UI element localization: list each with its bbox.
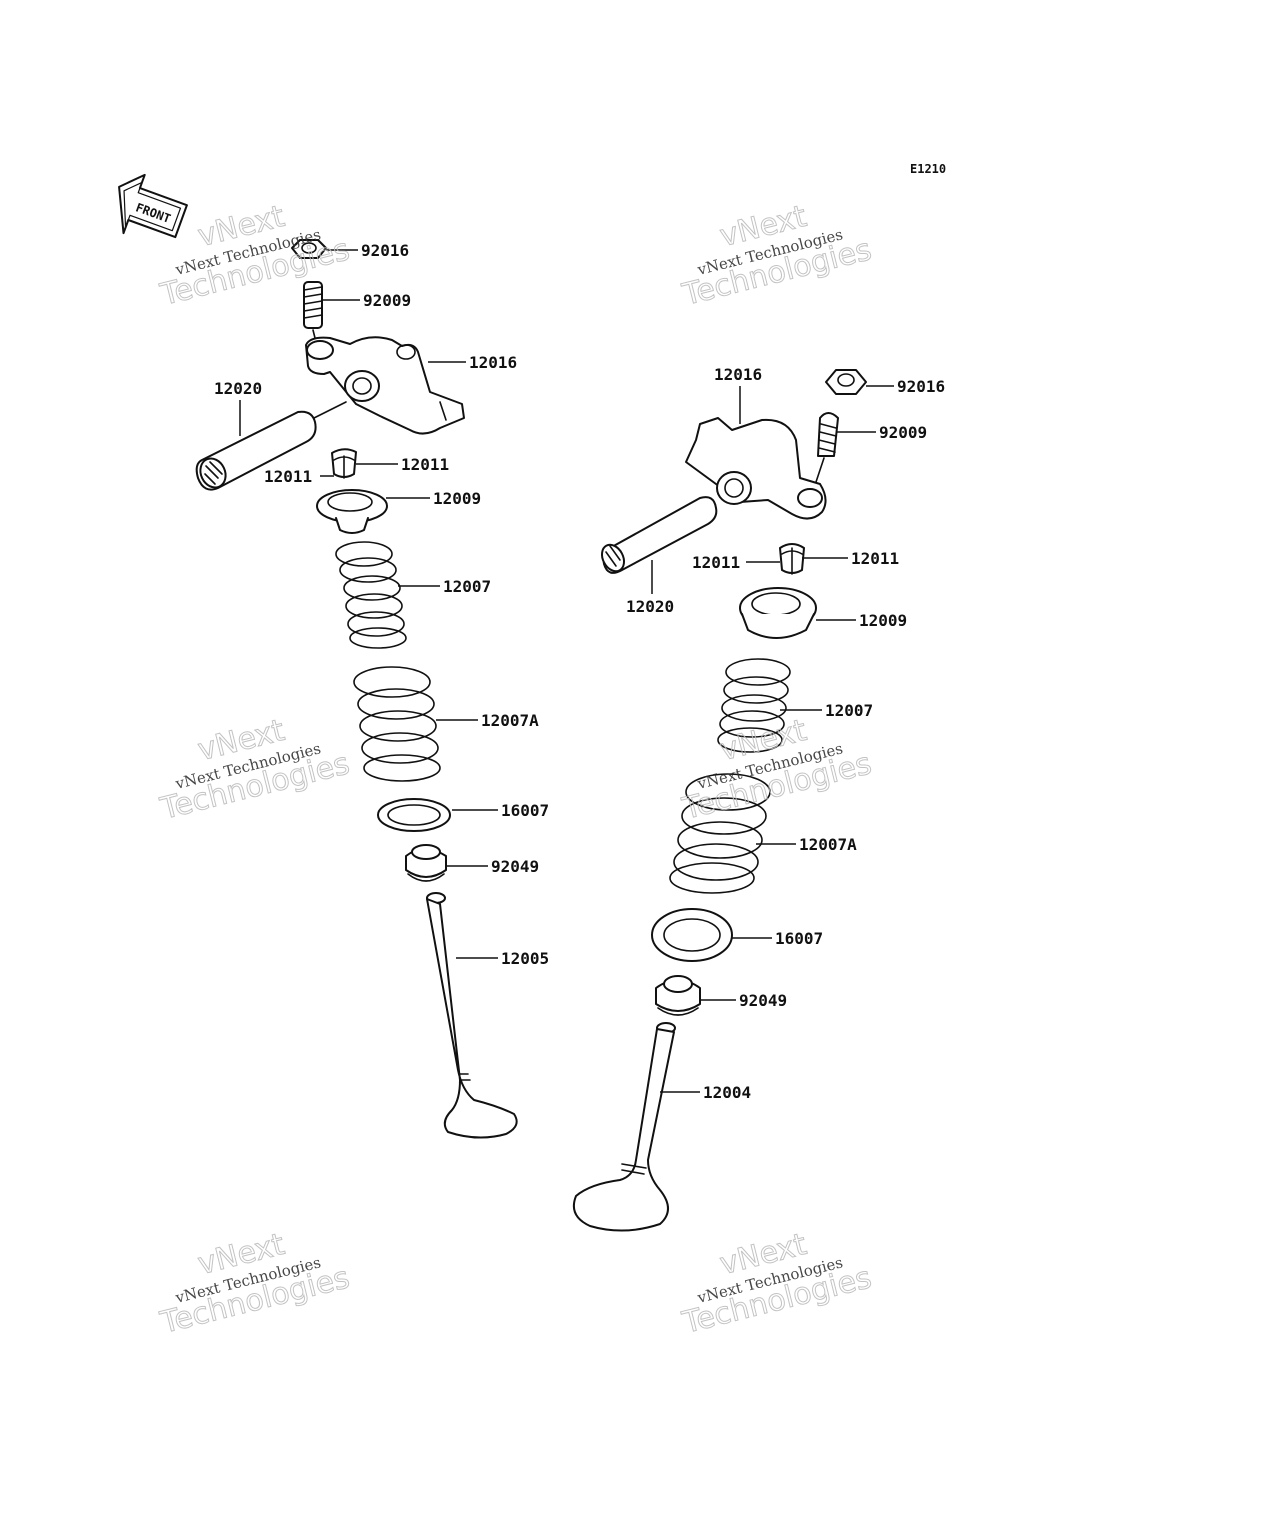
rocker-shaft-icon: [195, 401, 347, 491]
nut-icon: [825, 369, 867, 395]
outer-valve-spring-icon: [353, 666, 441, 782]
inner-valve-spring-icon: [717, 658, 791, 753]
callout-12007A: 12007A: [799, 835, 857, 854]
watermark: vNext vNext Technologies Technologies: [156, 1226, 353, 1341]
callout-92049: 92049: [739, 991, 787, 1010]
callout-12016: 12016: [469, 353, 517, 372]
spring-seat-icon: [377, 798, 451, 832]
callout-92049: 92049: [491, 857, 539, 876]
callout-16007: 16007: [501, 801, 549, 820]
watermark: vNext vNext Technologies Technologies: [678, 198, 875, 313]
diagram-code: E1210: [910, 162, 946, 176]
watermark: vNext vNext Technologies Technologies: [156, 712, 353, 827]
callout-12011: 12011: [851, 549, 899, 568]
callout-12011: 12011: [264, 467, 312, 486]
stem-seal-icon: [655, 975, 701, 1016]
spring-seat-icon: [651, 908, 733, 962]
valve-cotter-icon: [331, 448, 357, 479]
callout-92016: 92016: [897, 377, 945, 396]
right-valve-assembly: [572, 369, 867, 1232]
callout-12007: 12007: [443, 577, 491, 596]
callout-12007: 12007: [825, 701, 873, 720]
front-arrow-icon: FRONT: [118, 173, 188, 239]
adjusting-screw-icon: [303, 281, 323, 343]
valve-cotter-icon: [779, 543, 805, 575]
outer-valve-spring-icon: [669, 773, 771, 894]
nut-icon: [291, 239, 327, 259]
callout-12009: 12009: [433, 489, 481, 508]
callout-92016: 92016: [361, 241, 409, 260]
left-valve-assembly: [195, 239, 518, 1139]
callout-12004: 12004: [703, 1083, 751, 1102]
callout-92009: 92009: [879, 423, 927, 442]
spring-retainer-icon: [739, 587, 817, 639]
callout-12020: 12020: [626, 597, 674, 616]
watermark: vNext vNext Technologies Technologies: [678, 1226, 875, 1341]
callout-12007A: 12007A: [481, 711, 539, 730]
adjusting-screw-icon: [815, 412, 839, 483]
right-callouts: 12016 92016 92009 12011 12011 12020 1200…: [626, 365, 945, 1102]
stem-seal-icon: [405, 844, 447, 882]
leader-lines: [239, 249, 894, 1093]
callout-92009: 92009: [363, 291, 411, 310]
rocker-shaft-icon: [600, 496, 718, 574]
callout-12016: 12016: [714, 365, 762, 384]
callout-12011: 12011: [692, 553, 740, 572]
rocker-arm-icon: [305, 336, 465, 435]
callout-16007: 16007: [775, 929, 823, 948]
callout-12011: 12011: [401, 455, 449, 474]
exhaust-valve-icon: [426, 892, 518, 1139]
rocker-arm-icon: [685, 417, 827, 520]
inner-valve-spring-icon: [335, 541, 407, 649]
intake-valve-icon: [572, 1022, 676, 1232]
left-callouts: 92016 92009 12016 12020 12011 12011 1200…: [214, 241, 549, 968]
spring-retainer-icon: [316, 489, 388, 534]
callout-12005: 12005: [501, 949, 549, 968]
callout-12009: 12009: [859, 611, 907, 630]
callout-12020: 12020: [214, 379, 262, 398]
